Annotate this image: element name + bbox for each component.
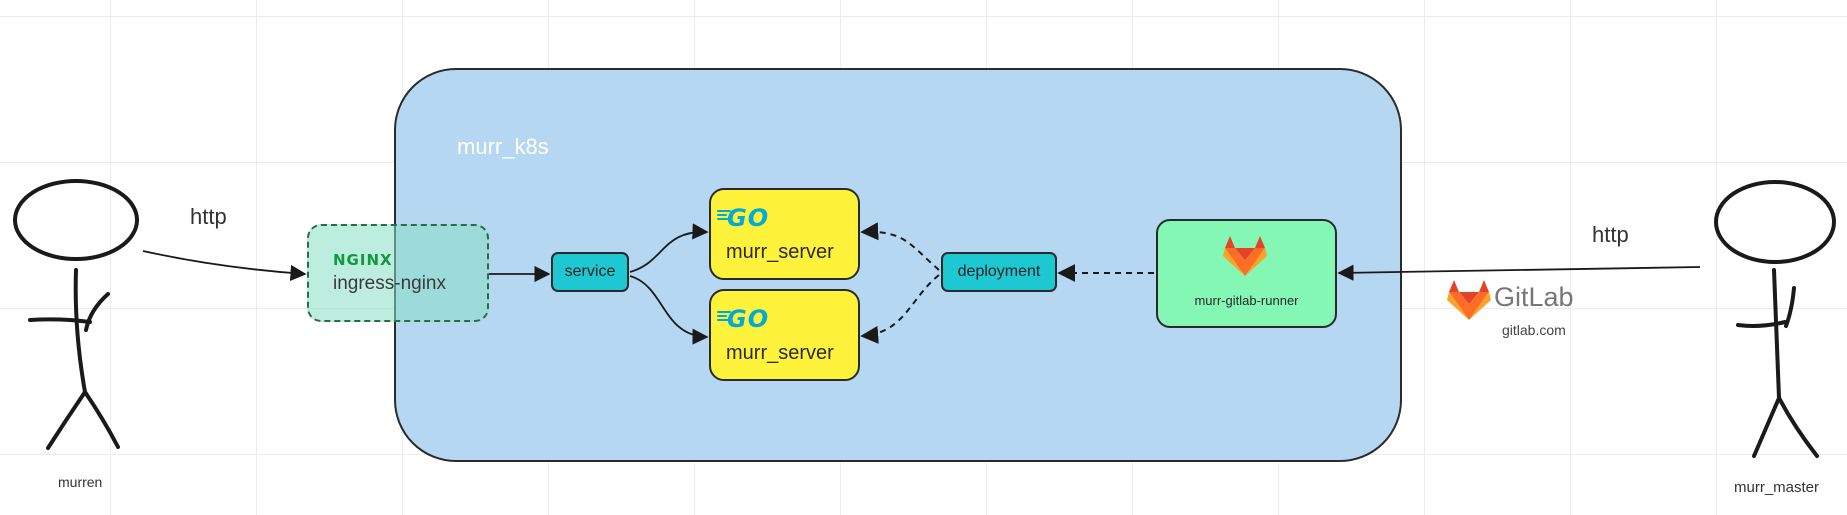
go-speed-lines-icon [717, 210, 731, 220]
deployment-to-server-1-edge [860, 222, 940, 271]
server-label: murr_server [726, 342, 834, 364]
deployment-node[interactable]: deployment [941, 252, 1057, 292]
service-node[interactable]: service [551, 252, 629, 292]
service-label: service [564, 263, 616, 280]
stick-figure-right-icon [1714, 180, 1836, 458]
actor-left-label: murren [58, 474, 103, 490]
deployment-to-server-2-edge [860, 274, 940, 344]
service-to-server-1-edge [629, 223, 709, 273]
http-right-edge [1337, 264, 1701, 281]
service-to-server-2-edge [629, 275, 709, 345]
http-left-label: http [190, 204, 227, 229]
go-speed-lines-icon [717, 311, 731, 321]
go-logo-icon: GO [727, 204, 770, 232]
stick-figure-left-icon [13, 179, 139, 450]
actor-right-label: murr_master [1734, 479, 1820, 496]
ingress-label: ingress-nginx [333, 273, 446, 294]
go-logo-icon: GO [727, 305, 770, 333]
server-node-2[interactable]: GO murr_server [709, 289, 860, 381]
runner-label: murr-gitlab-runner [1194, 293, 1299, 308]
http-right-label: http [1592, 222, 1629, 247]
gitlab-domain-label: gitlab.com [1502, 322, 1566, 338]
nginx-logo-icon: NGINX [333, 251, 393, 269]
gitlab-fox-icon [1223, 236, 1267, 276]
http-left-edge [142, 250, 307, 282]
server-node-1[interactable]: GO murr_server [709, 188, 860, 280]
gitlab-logo-icon [1447, 280, 1491, 320]
gitlab-wordmark: GitLab [1494, 282, 1574, 312]
deployment-label: deployment [957, 263, 1041, 280]
ingress-node[interactable] [307, 224, 489, 322]
server-label: murr_server [726, 241, 834, 263]
cluster-label: murr_k8s [457, 134, 549, 159]
